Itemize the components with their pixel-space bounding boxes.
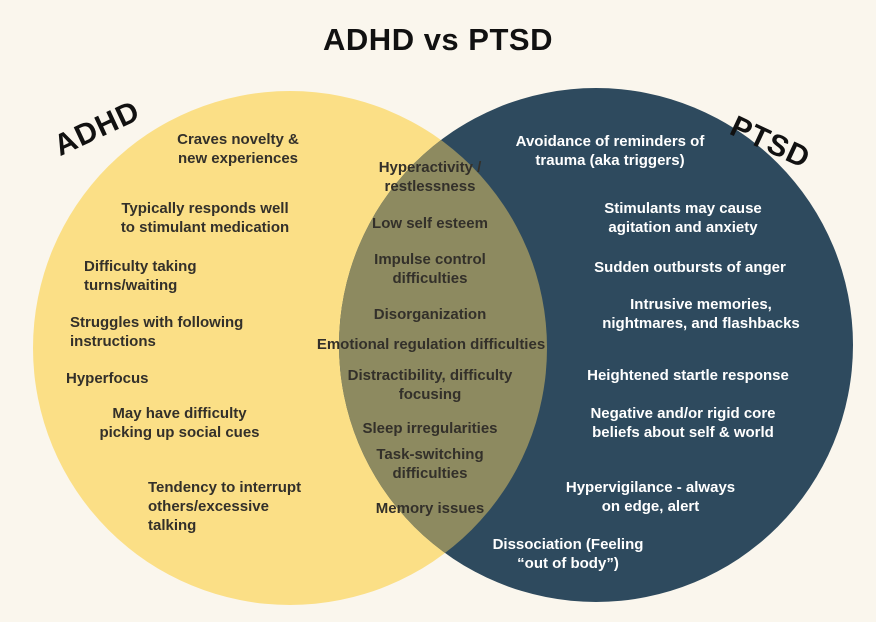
overlap-lens (339, 91, 547, 602)
adhd-item: Difficulty taking turns/waiting (84, 258, 197, 294)
page-title: ADHD vs PTSD (323, 22, 553, 57)
adhd-item: Hyperfocus (66, 370, 149, 387)
shared-item: Hyperactivity / restlessness (378, 159, 482, 195)
shared-item: Sleep irregularities (362, 420, 498, 437)
ptsd-item: Heightened startle response (587, 367, 789, 384)
shared-item: Task-switching difficulties (376, 446, 484, 482)
adhd-item: May have difficulty picking up social cu… (99, 405, 260, 441)
shared-item: Memory issues (375, 500, 485, 517)
ptsd-item: Avoidance of reminders of trauma (aka tr… (515, 133, 705, 169)
ptsd-item: Negative and/or rigid core beliefs about… (590, 405, 776, 441)
adhd-item: Craves novelty & new experiences (177, 131, 299, 167)
shared-item: Impulse control difficulties (374, 251, 486, 287)
adhd-item: Tendency to interrupt others/excessive t… (148, 479, 302, 534)
ptsd-item: Stimulants may cause agitation and anxie… (604, 200, 762, 236)
shared-item: Disorganization (373, 306, 487, 323)
ptsd-item: Intrusive memories, nightmares, and flas… (602, 296, 800, 332)
ptsd-item: Dissociation (Feeling “out of body”) (492, 536, 644, 572)
adhd-item: Typically responds well to stimulant med… (120, 200, 290, 236)
shared-item: Distractibility, difficulty focusing (347, 367, 513, 403)
shared-item: Emotional regulation difficulties (316, 336, 546, 353)
adhd-item: Struggles with following instructions (70, 314, 244, 350)
ptsd-item: Hypervigilance - always on edge, alert (565, 479, 736, 515)
ptsd-item: Sudden outbursts of anger (594, 259, 786, 276)
shared-item: Low self esteem (372, 215, 488, 232)
